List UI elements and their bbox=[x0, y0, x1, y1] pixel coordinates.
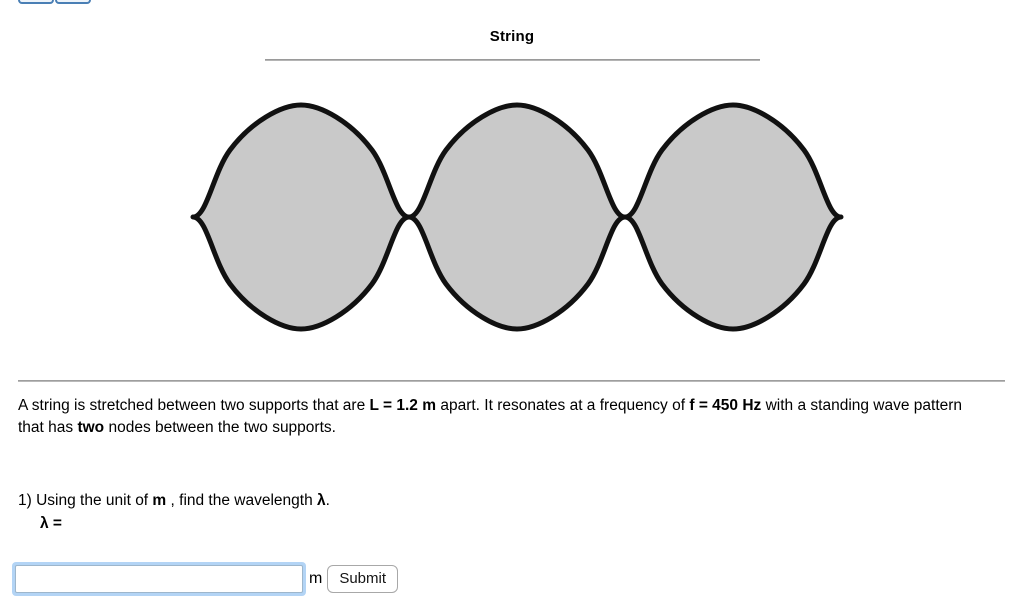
standing-wave-figure bbox=[185, 95, 850, 340]
answer-unit-label: m bbox=[309, 570, 323, 587]
statement-text-2: apart. It resonates at a frequency of bbox=[436, 397, 690, 414]
answer-row: m Submit bbox=[12, 562, 399, 596]
problem-statement: A string is stretched between two suppor… bbox=[18, 395, 990, 439]
standing-wave-svg bbox=[190, 102, 844, 332]
statement-text-1: A string is stretched between two suppor… bbox=[18, 397, 370, 414]
statement-text-3: with a standing wave pattern that has bbox=[18, 397, 963, 436]
statement-text-4: nodes between the two supports. bbox=[104, 419, 336, 436]
figure-title: String bbox=[489, 28, 535, 45]
wave-loop-1 bbox=[190, 102, 412, 332]
wave-loop-3 bbox=[622, 102, 844, 332]
wave-loop-2 bbox=[406, 102, 628, 332]
question-text-1: Using the unit of bbox=[31, 492, 153, 509]
answer-prefix-label: λ = bbox=[40, 515, 62, 532]
toolbar-button-2[interactable] bbox=[55, 0, 91, 4]
toolbar-button-1[interactable] bbox=[18, 0, 54, 4]
question-number: 1) bbox=[18, 492, 32, 509]
submit-button[interactable]: Submit bbox=[327, 565, 399, 593]
statement-frequency-value: f = 450 Hz bbox=[689, 397, 762, 414]
answer-input-focus-ring bbox=[12, 562, 306, 596]
answer-input[interactable] bbox=[15, 565, 303, 593]
statement-node-count: two bbox=[77, 419, 105, 436]
statement-length-value: L = 1.2 m bbox=[369, 397, 437, 414]
toolbar-strip bbox=[18, 0, 91, 4]
question-symbol: λ bbox=[317, 492, 326, 509]
section-divider bbox=[18, 380, 1005, 382]
figure-title-divider bbox=[265, 59, 760, 61]
question-block: 1) Using the unit of m , find the wavele… bbox=[18, 489, 330, 535]
question-text-3: . bbox=[325, 492, 330, 509]
question-unit: m bbox=[152, 492, 167, 509]
question-text-2: , find the wavelength bbox=[166, 492, 318, 509]
